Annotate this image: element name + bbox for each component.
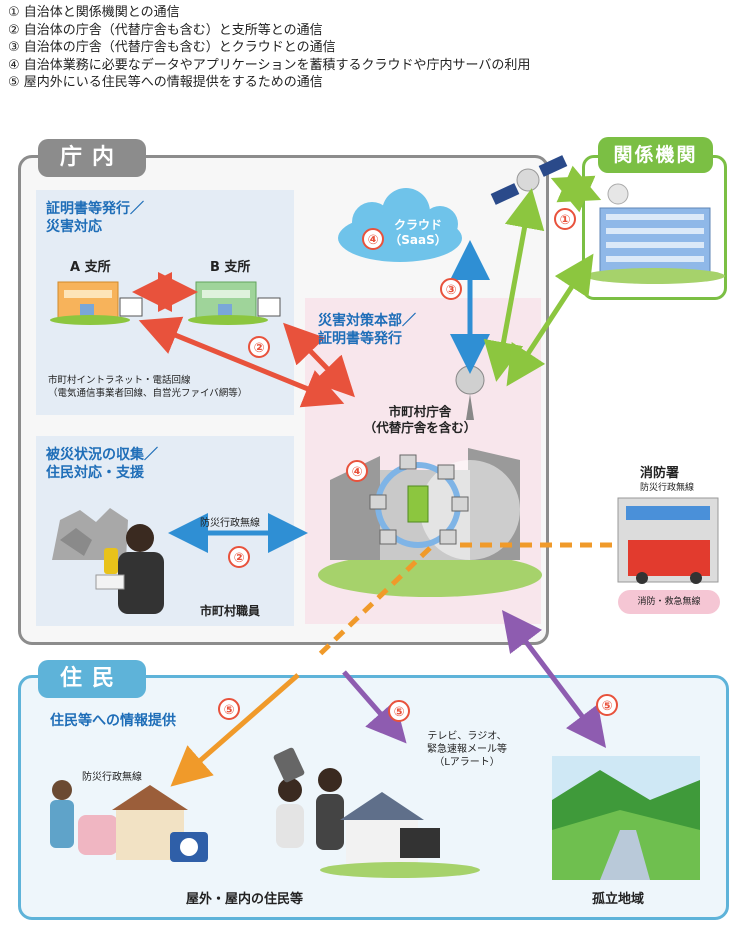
panel1-title-line1: 証明書等発行／ — [46, 201, 144, 217]
panel2-title-line2: 住民対応・支援 — [46, 465, 144, 481]
satellite-icon — [490, 155, 568, 205]
intranet-note-line2: （電気通信事業者回線、自営光ファイバ網等） — [48, 388, 248, 399]
arrow-radio-residents — [170, 673, 300, 787]
legend-item-4: ④ 自治体業務に必要なデータやアプリケーションを蓄積するクラウドや庁内サーバの利… — [8, 57, 531, 73]
residents-label: 屋外・屋内の住民等 — [186, 892, 304, 907]
marker-3: ③ — [440, 278, 462, 300]
marker-5-isolated: ⑤ — [596, 694, 618, 716]
arrow-agency-hq — [506, 253, 594, 387]
hq-office-line1: 市町村庁舎 — [388, 404, 452, 419]
media-label-line3: （Lアラート） — [434, 757, 500, 768]
isolated-area-illustration — [552, 756, 700, 880]
media-label: テレビ、ラジオ、 緊急速報メール等 （Lアラート） — [412, 730, 522, 769]
hq-title: 災害対策本部／ 証明書等発行 — [318, 312, 416, 348]
marker-1: ① — [554, 208, 576, 230]
panel2-title: 被災状況の収集／ 住民対応・支援 — [46, 446, 158, 482]
branch-a-building-icon — [50, 281, 143, 325]
branch-b-building-icon — [188, 281, 281, 325]
rubble-and-staff-illustration — [52, 508, 164, 614]
jumin-title: 住民等への情報提供 — [50, 713, 176, 729]
arrow-branch-b-hq — [283, 322, 355, 398]
arrow-isolated — [501, 610, 607, 748]
dashed-hq-residents — [316, 546, 432, 658]
hq-title-line2: 証明書等発行 — [318, 331, 402, 347]
fire-station-label: 消防署 — [640, 466, 680, 481]
panel2-title-line1: 被災状況の収集／ — [46, 447, 158, 463]
marker-4-cloud: ④ — [362, 228, 384, 250]
hq-title-line1: 災害対策本部／ — [318, 313, 416, 329]
marker-2-branch: ② — [248, 336, 270, 358]
arrow-satellite-agency — [550, 165, 602, 213]
hq-office-illustration — [318, 365, 542, 597]
legend-item-1: ① 自治体と関係機関との通信 — [8, 5, 180, 20]
cloud-icon — [338, 188, 462, 262]
fire-radio-pill: 消防・救急無線 — [618, 590, 720, 614]
legend-item-2: ② 自治体の庁舎（代替庁舎も含む）と支所等との通信 — [8, 22, 323, 38]
legend: ① 自治体と関係機関との通信 ② 自治体の庁舎（代替庁舎も含む）と支所等との通信… — [8, 4, 728, 92]
marker-2-staff: ② — [228, 546, 250, 568]
panel1-title: 証明書等発行／ 災害対応 — [46, 200, 144, 236]
cloud-label-line2: （SaaS） — [389, 233, 447, 247]
kankei-tab: 関係機関 — [598, 137, 713, 173]
cloud-label-line1: クラウド — [393, 218, 442, 232]
intranet-note: 市町村イントラネット・電話回線 （電気通信事業者回線、自営光ファイバ網等） — [48, 374, 247, 400]
media-label-line2: 緊急速報メール等 — [427, 744, 507, 755]
staff-radio-label: 防災行政無線 — [200, 518, 260, 529]
panel1-title-line2: 災害対応 — [46, 219, 102, 235]
hq-office-label: 市町村庁舎 （代替庁舎を含む） — [360, 404, 480, 436]
isolated-area-label: 孤立地域 — [592, 892, 645, 907]
elderly-residents-illustration — [50, 780, 208, 862]
arrow-media — [342, 670, 407, 744]
legend-item-5: ⑤ 屋内外にいる住民等への情報提供をするための通信 — [8, 75, 323, 90]
marker-4-server: ④ — [346, 460, 368, 482]
hq-office-line2: （代替庁舎を含む） — [363, 420, 477, 435]
marker-5-media: ⑤ — [388, 700, 410, 722]
fire-station-icon — [617, 497, 719, 584]
arrow-satellite-hq — [483, 188, 545, 382]
media-label-line1: テレビ、ラジオ、 — [427, 731, 507, 742]
intranet-note-line1: 市町村イントラネット・電話回線 — [48, 375, 191, 386]
agency-building-icon — [585, 183, 725, 284]
branch-a-label: A 支所 — [70, 260, 111, 275]
jumin-radio-label: 防災行政無線 — [82, 772, 142, 783]
legend-item-3: ③ 自治体の庁舎（代替庁舎も含む）とクラウドとの通信 — [8, 40, 336, 55]
server-network-icon — [369, 454, 469, 548]
marker-5-radio: ⑤ — [218, 698, 240, 720]
cloud-label: クラウド （SaaS） — [388, 218, 448, 248]
jumin-tab: 住民 — [38, 660, 146, 698]
family-residents-illustration — [273, 747, 480, 878]
branch-b-label: B 支所 — [210, 260, 251, 275]
fire-station-sub: 防災行政無線 — [640, 483, 695, 493]
chonai-tab: 庁内 — [38, 139, 146, 177]
staff-label: 市町村職員 — [200, 604, 261, 618]
